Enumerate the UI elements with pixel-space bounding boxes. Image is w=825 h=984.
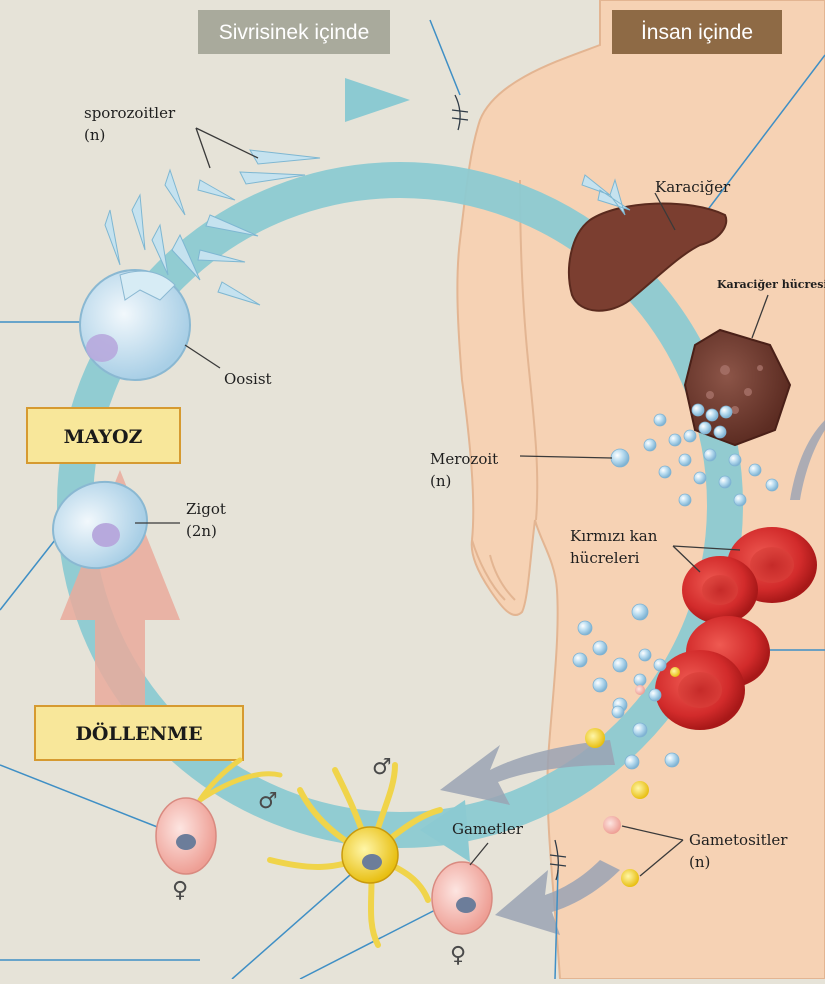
fertilization-box [34, 705, 244, 761]
rbc-label-line2: hücreleri [570, 549, 640, 567]
gray-arrow-right-edge [790, 420, 825, 500]
connector-lines [0, 19, 825, 980]
meiosis-arrow [60, 470, 180, 760]
liver [568, 202, 728, 312]
rbc-label-line1: Kırmızı kan [570, 527, 658, 545]
blood-merozoites [572, 603, 680, 770]
male-symbol-center: ♂ [372, 755, 392, 780]
mosquito-top [451, 94, 469, 131]
sporozoites [104, 149, 321, 306]
cycle-arrowhead-bottom [420, 800, 470, 862]
gametocyte-pointer-lines [621, 825, 684, 877]
oocyst-label: Oosist [224, 370, 272, 388]
zygote-nucleus [92, 523, 120, 547]
blood-gametocytes [585, 667, 680, 887]
human-arm-contour [519, 179, 539, 521]
gametes-label: Gametler [452, 820, 524, 838]
liver-label: Karaciğer [655, 178, 731, 196]
red-blood-cells [655, 527, 817, 730]
male-symbol-left: ♂ [258, 789, 278, 814]
sporozoites-label-line1: sporozoitler [84, 104, 176, 122]
sporozoite-pointer-lines [195, 127, 259, 169]
oocyst-burst [119, 270, 176, 301]
merozoite-pointer [519, 455, 613, 459]
liver-sporozoites [581, 174, 631, 216]
zygote-label-line2: (2n) [186, 522, 217, 540]
liver-cell-pointer [751, 294, 769, 339]
mosquito-header-box [198, 10, 390, 54]
merozoite-label-line1: Merozoit [430, 450, 498, 468]
fertilization-text: DÖLLENME [75, 722, 202, 745]
human-header-box [612, 10, 782, 54]
meiosis-text: MAYOZ [64, 426, 143, 448]
cycle-arrowhead-top [345, 78, 410, 122]
gametocytes-label-line1: Gametositler [689, 831, 788, 849]
rbc-pointer-lines [672, 545, 741, 573]
female-symbol-right: ♀ [450, 943, 466, 968]
meiosis-box [26, 407, 181, 464]
liver-cell-spots [706, 365, 763, 414]
human-hand-contour [471, 539, 516, 601]
gray-arrow-gametocytes [440, 740, 615, 805]
gametocytes-label-line2: (n) [689, 853, 710, 871]
zygote-label-line1: Zigot [186, 500, 226, 518]
sporozoites-label-line2: (n) [84, 126, 105, 144]
gamete-pointer-lines [469, 842, 489, 866]
human-header-text: İnsan içinde [641, 21, 753, 44]
liver-pointer [654, 192, 676, 231]
mosquito-bottom [549, 839, 567, 881]
oocyst-pointer [184, 344, 221, 369]
female-gamete-right [431, 861, 493, 935]
female-gamete-left [155, 757, 283, 875]
oocyst-nucleus [86, 334, 118, 362]
merozoites [610, 403, 779, 507]
merozoite-label-line2: (n) [430, 472, 451, 490]
liver-cell-label: Karaciğer hücresi [717, 278, 825, 291]
mosquito-header-text: Sivrisinek içinde [219, 21, 370, 44]
female-symbol-left: ♀ [172, 878, 188, 903]
male-gamete-yellow [267, 762, 443, 948]
